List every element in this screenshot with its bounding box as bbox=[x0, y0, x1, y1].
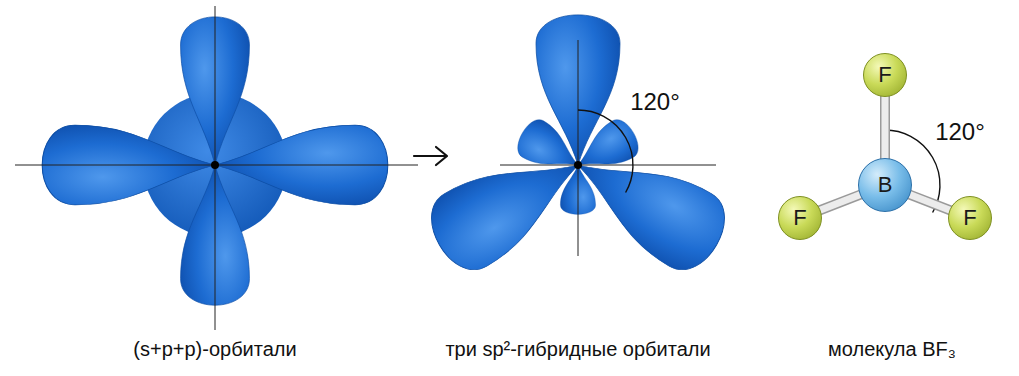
boron-atom: B bbox=[858, 158, 912, 212]
chemical-bond bbox=[885, 95, 886, 160]
fluorine-atom: F bbox=[948, 196, 992, 240]
s-p-p-orbitals bbox=[15, 6, 418, 330]
chemical-bond bbox=[819, 194, 862, 211]
angle-label: 120° bbox=[630, 88, 680, 116]
chemical-bond bbox=[908, 194, 951, 211]
axis-line bbox=[578, 40, 579, 256]
atom-symbol: F bbox=[963, 207, 976, 229]
nucleus-dot bbox=[574, 161, 582, 169]
bond-outline bbox=[880, 95, 890, 160]
figure-caption: молекула BF₃ bbox=[828, 338, 956, 361]
angle-label: 120° bbox=[935, 118, 985, 146]
figure-caption: три sp²-гибридные орбитали bbox=[445, 338, 710, 361]
bond-outline bbox=[908, 194, 951, 211]
bond-body bbox=[882, 95, 889, 160]
bond-body bbox=[819, 194, 862, 211]
atom-symbol: F bbox=[878, 64, 891, 86]
transition-arrow bbox=[414, 147, 447, 165]
axis-line bbox=[500, 165, 716, 166]
hybrid-lobe bbox=[418, 129, 599, 282]
figure-caption: (s+p+p)-орбитали bbox=[133, 338, 296, 361]
angle-arc bbox=[578, 110, 633, 193]
bond-body bbox=[908, 194, 951, 211]
sp2-orbitals bbox=[418, 15, 737, 281]
bond-outline bbox=[819, 194, 862, 211]
atom-symbol: B bbox=[878, 174, 893, 196]
fluorine-atom: F bbox=[778, 196, 822, 240]
nucleus-dot bbox=[211, 161, 219, 169]
hybrid-lobe bbox=[557, 129, 738, 282]
fluorine-atom: F bbox=[863, 53, 907, 97]
atom-symbol: F bbox=[793, 207, 806, 229]
